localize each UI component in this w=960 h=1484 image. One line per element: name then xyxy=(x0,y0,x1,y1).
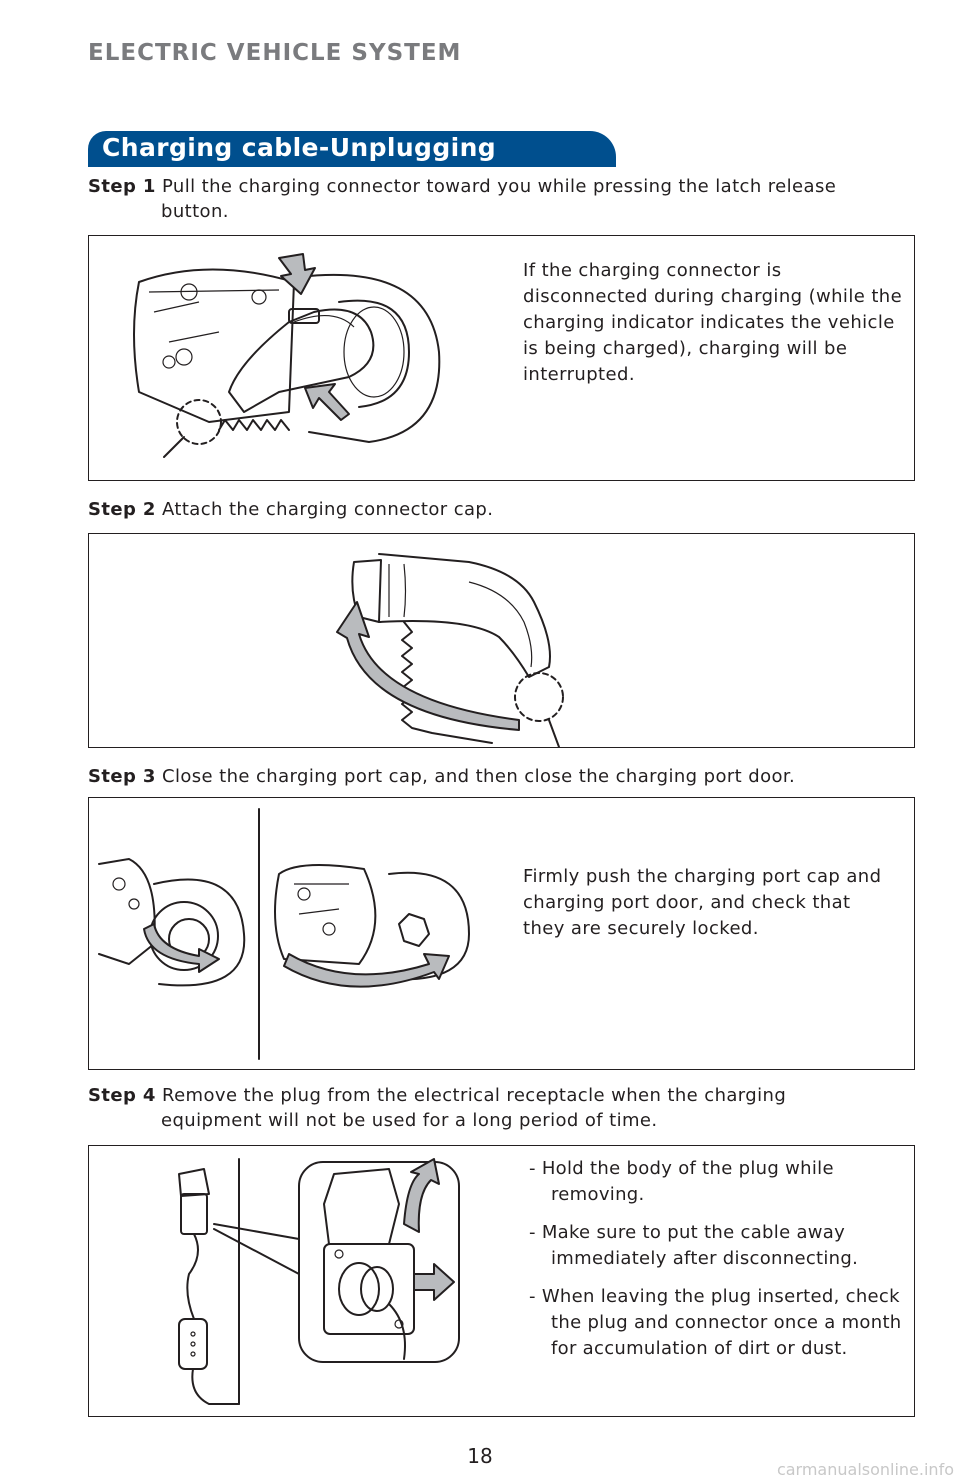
page-number: 18 xyxy=(467,1444,493,1468)
step-2-text: Attach the charging connector cap. xyxy=(161,499,494,520)
step-3-panel: Firmly push the charging port cap and ch… xyxy=(88,797,915,1070)
bullet-check-monthly: - When leaving the plug inserted, check … xyxy=(529,1286,902,1359)
plug-removal-illustration xyxy=(178,1158,460,1405)
step-1-panel: If the charging connector is disconnecte… xyxy=(88,235,915,481)
step-4-instruction: Step 4 Remove the plug from the electric… xyxy=(88,1083,878,1133)
topic-title: Charging cable-Unplugging xyxy=(102,133,497,162)
step-1-label: Step 1 xyxy=(88,176,156,197)
bullet-hold-plug: - Hold the body of the plug while removi… xyxy=(529,1158,834,1205)
step-3-instruction: Step 3 Close the charging port cap, and … xyxy=(88,764,878,789)
step-3-label: Step 3 xyxy=(88,766,156,787)
step-1-text: Pull the charging connector toward you w… xyxy=(161,176,837,222)
step-3-text: Close the charging port cap, and then cl… xyxy=(161,766,796,787)
step-1-note: If the charging connector is disconnecte… xyxy=(523,260,903,385)
step-2-instruction: Step 2 Attach the charging connector cap… xyxy=(88,497,878,522)
step-4-bullets: - Hold the body of the plug while removi… xyxy=(529,1156,914,1374)
connector-cap-illustration xyxy=(336,553,564,748)
topic-banner: Charging cable-Unplugging xyxy=(88,131,616,167)
step-3-note: Firmly push the charging port cap and ch… xyxy=(523,866,882,939)
connector-unplug-illustration xyxy=(133,253,441,458)
step-1-instruction: Step 1 Pull the charging connector towar… xyxy=(88,174,878,224)
watermark: carmanualsonline.info xyxy=(776,1460,954,1479)
section-title: ELECTRIC VEHICLE SYSTEM xyxy=(88,40,462,66)
port-door-close-illustration xyxy=(98,808,470,1060)
bullet-put-cable-away: - Make sure to put the cable away immedi… xyxy=(529,1222,859,1269)
step-2-label: Step 2 xyxy=(88,499,156,520)
step-4-label: Step 4 xyxy=(88,1085,156,1106)
step-4-text: Remove the plug from the electrical rece… xyxy=(161,1085,787,1131)
step-2-panel xyxy=(88,533,915,748)
step-4-panel: - Hold the body of the plug while removi… xyxy=(88,1145,915,1417)
